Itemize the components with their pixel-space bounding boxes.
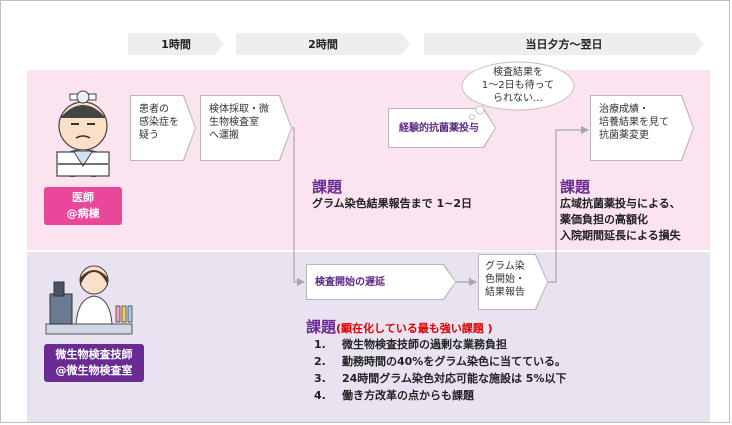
step-suspect-infection: 患者の 感染症を 疑う [130, 95, 196, 161]
thought-text: 検査結果を 1〜2日も待って られない… [481, 67, 555, 104]
cost-issue-title: 課題 [560, 178, 591, 196]
list-item: 1.微生物検査技師の過剰な業務負担 [314, 338, 507, 351]
step-sample-collection: 検体採取・微 生物検査室 へ運搬 [200, 95, 292, 161]
timeline-1h: 1時間 [128, 33, 224, 55]
technician-role-badge: 微生物検査技師 @微生物検査室 [44, 344, 144, 382]
arrow-report-to-change [548, 125, 590, 283]
step-antibiotic-change: 治療成績・ 培養結果を見て 抗菌薬変更 [590, 95, 694, 161]
step-gram-stain-report: グラム染 色開始・ 結果報告 [478, 254, 548, 310]
list-item: 3.24時間グラム染色対応可能な施設は 5%以下 [314, 372, 567, 385]
doctor-issue-title: 課題 [312, 178, 343, 196]
doctor-issue-text: グラム染色結果報告まで 1~2日 [312, 197, 473, 210]
step-test-delay: 検査開始の遅延 [306, 264, 456, 300]
step-empirical-antibiotics: 経験的抗菌薬投与 [388, 108, 496, 148]
doctor-role-badge: 医師 @病棟 [44, 187, 122, 225]
timeline-2h: 2時間 [236, 33, 410, 55]
timeline-evening: 当日夕方〜翌日 [424, 33, 704, 55]
technician-issue-list: 1.微生物検査技師の過剰な業務負担 2.勤務時間の40%をグラム染色に当てている… [314, 336, 566, 404]
technician-issue-heading: 課題(顕在化している最も強い課題 ) [306, 318, 493, 336]
list-item: 2.勤務時間の40%をグラム染色に当てている。 [314, 355, 566, 368]
technician-illustration [45, 265, 133, 335]
list-item: 4.働き方改革の点からも課題 [314, 389, 474, 402]
doctor-illustration [56, 90, 110, 177]
arrow-sample-to-delay [292, 127, 306, 287]
cost-issue-list: 広域抗菌薬投与による、 薬価負担の高額化 入院期間延長による損失 [560, 197, 681, 242]
thought-cloud [461, 61, 575, 120]
